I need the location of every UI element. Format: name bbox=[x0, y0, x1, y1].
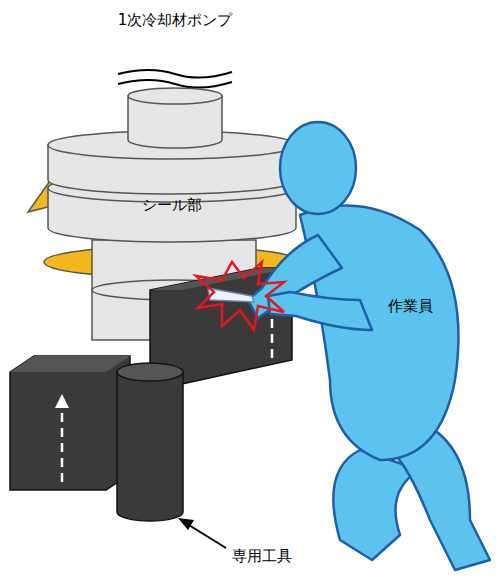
part-name: 作業員 bbox=[388, 297, 433, 315]
part-name: 専用工具 bbox=[232, 547, 292, 565]
part-name: 1次冷却材ポンプ bbox=[118, 11, 233, 29]
part-name: シール部 bbox=[142, 196, 202, 214]
